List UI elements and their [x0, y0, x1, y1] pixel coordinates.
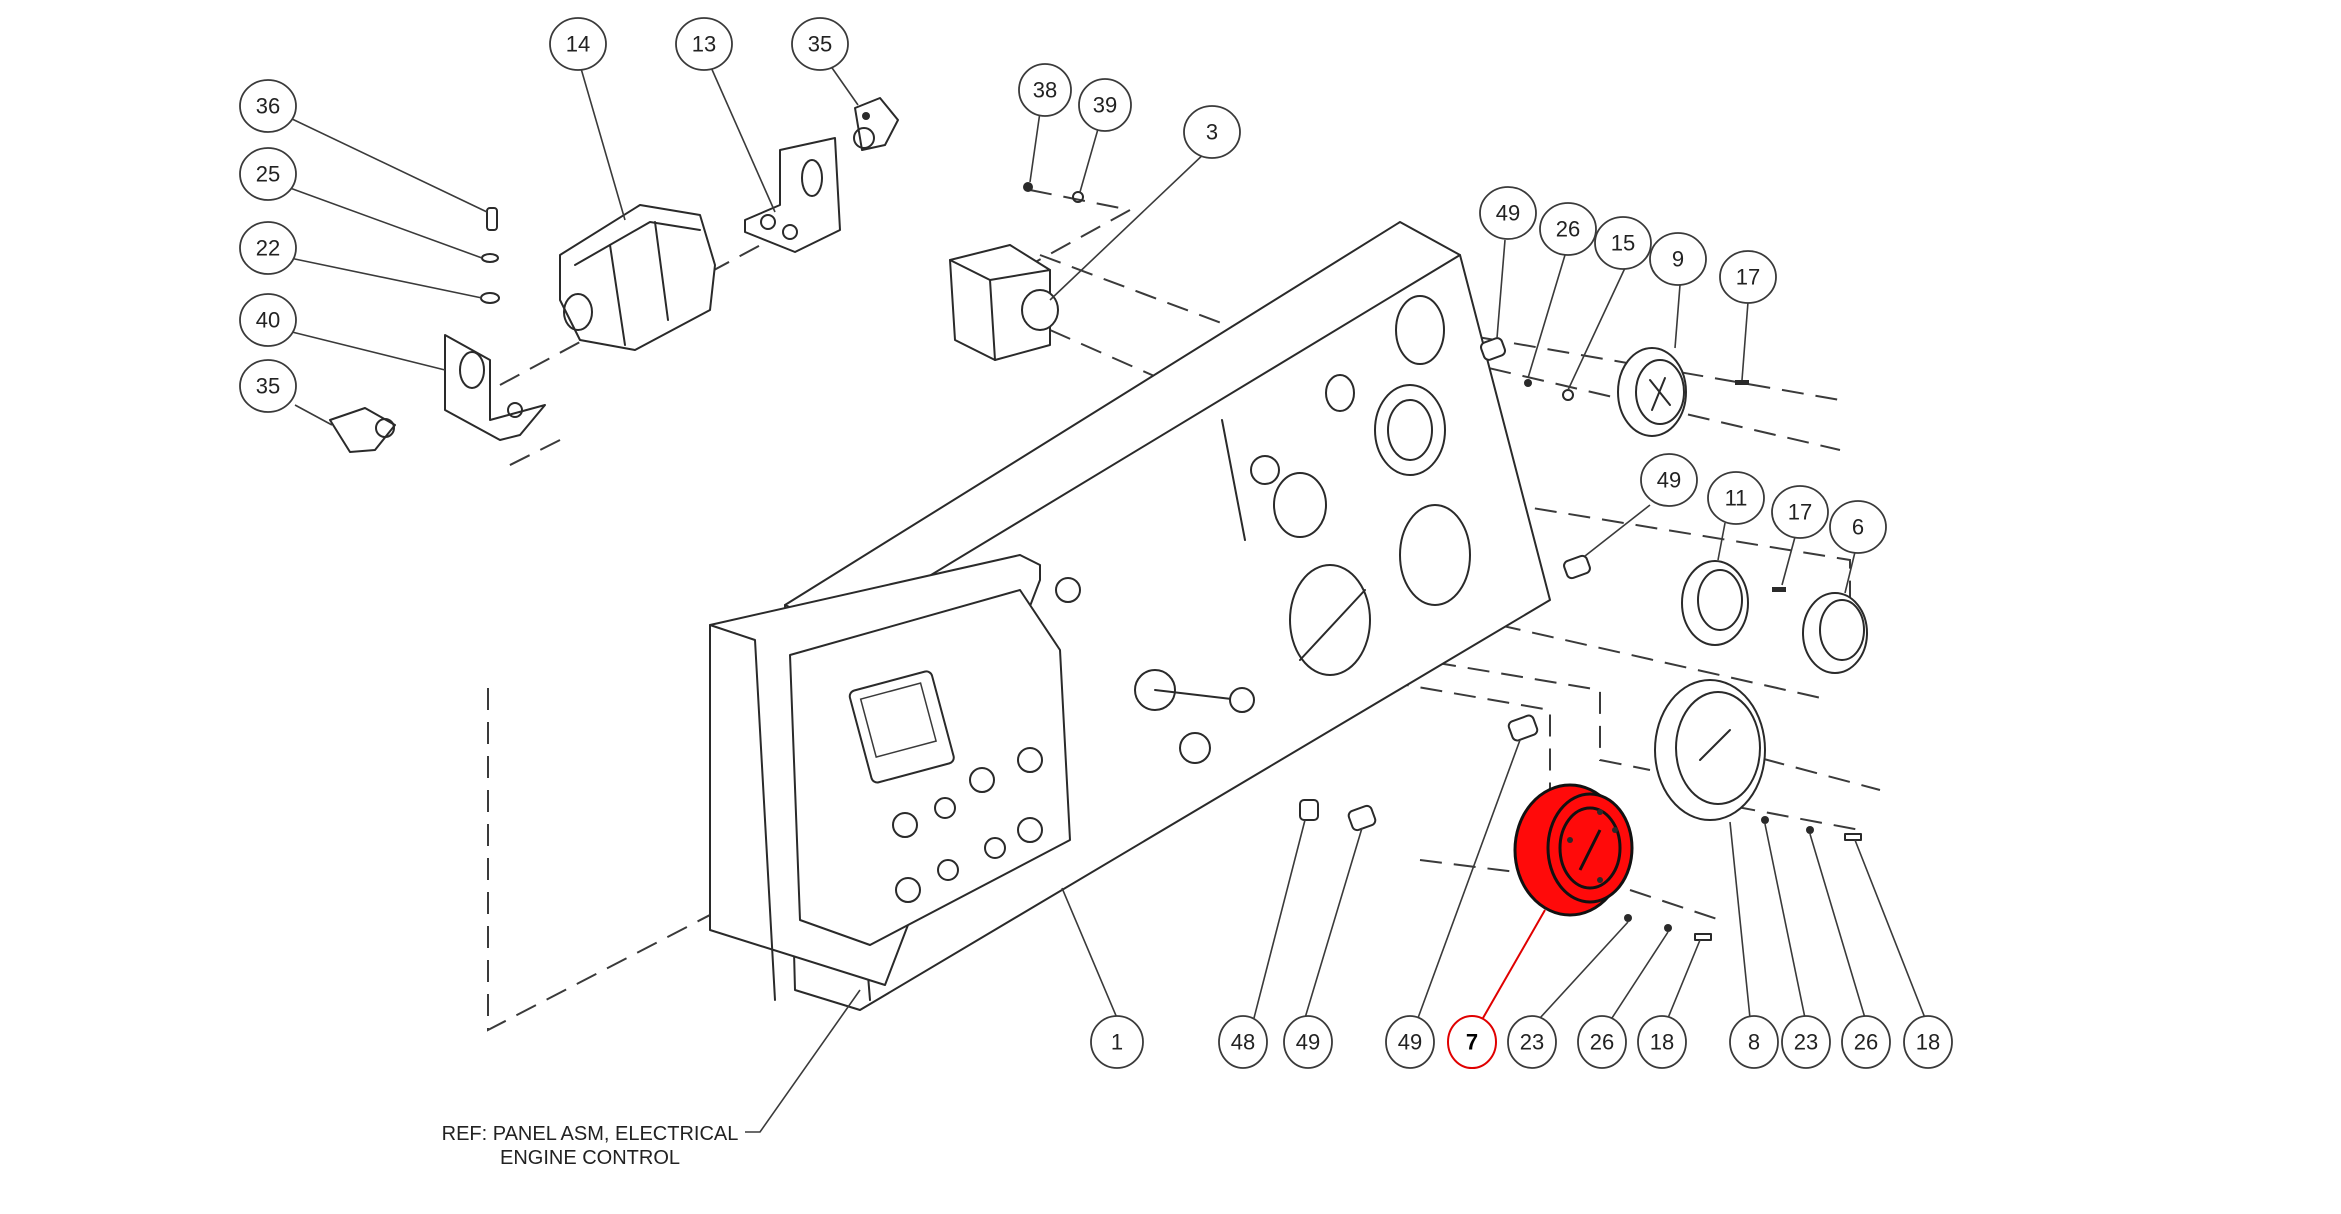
callout-35-top[interactable]: 35: [791, 17, 849, 71]
leader-lines: [289, 64, 1926, 1133]
callout-48[interactable]: 48: [1218, 1015, 1268, 1069]
callout-13[interactable]: 13: [675, 17, 733, 71]
callout-7-highlighted[interactable]: 7: [1447, 1015, 1497, 1069]
part-fitting-49-top: [1479, 337, 1507, 361]
callout-15[interactable]: 15: [1594, 216, 1652, 270]
callout-49-left[interactable]: 49: [1283, 1015, 1333, 1069]
part-fitting-49-left: [1347, 804, 1377, 832]
callout-49-mid[interactable]: 49: [1640, 453, 1698, 507]
reference-note-line-2: ENGINE CONTROL: [499, 1147, 681, 1169]
part-screw-15: [1562, 389, 1574, 401]
part-screw-17-mid: [1772, 587, 1786, 592]
callout-22[interactable]: 22: [239, 221, 297, 275]
callout-14[interactable]: 14: [549, 17, 607, 71]
part-washer-39: [1072, 191, 1084, 203]
reference-note-line-1: REF: PANEL ASM, ELECTRICAL: [441, 1123, 739, 1145]
part-screw-26-right: [1806, 826, 1814, 834]
callout-26-right[interactable]: 26: [1841, 1015, 1891, 1069]
part-washer-22: [480, 292, 500, 304]
callout-49-top[interactable]: 49: [1479, 186, 1537, 240]
part-gauge-9: [1617, 347, 1687, 437]
part-screw-17-top: [1735, 380, 1749, 385]
part-lockwasher-25: [481, 253, 499, 263]
part-switch-unit-3: [949, 244, 1059, 361]
callout-9[interactable]: 9: [1649, 232, 1707, 286]
part-screw-18-low: [1694, 933, 1712, 941]
callout-8[interactable]: 8: [1729, 1015, 1779, 1069]
part-screw-23-low: [1624, 914, 1632, 922]
part-motor-14: [559, 204, 716, 351]
callout-36[interactable]: 36: [239, 79, 297, 133]
callout-23-low[interactable]: 23: [1507, 1015, 1557, 1069]
part-screw-23-right: [1761, 816, 1769, 824]
part-gauge-7-highlighted[interactable]: [1513, 783, 1634, 917]
part-gauge-8: [1654, 679, 1766, 821]
part-gauge-6: [1802, 592, 1868, 674]
part-fitting-48: [1299, 799, 1319, 821]
part-screw-26-top: [1524, 379, 1532, 387]
callout-35-bottom[interactable]: 35: [239, 359, 297, 413]
callout-11[interactable]: 11: [1707, 471, 1765, 525]
part-bolt-36: [486, 207, 498, 231]
callout-6[interactable]: 6: [1829, 500, 1887, 554]
part-elbow-fitting-35-top: [853, 97, 899, 151]
part-screw-18-right: [1844, 833, 1862, 841]
callout-26-low[interactable]: 26: [1577, 1015, 1627, 1069]
part-bracket-40: [444, 334, 546, 441]
part-fitting-49-low: [1507, 714, 1539, 742]
part-throttle-assembly: [1134, 669, 1255, 764]
callout-17-top[interactable]: 17: [1719, 250, 1777, 304]
callout-39[interactable]: 39: [1078, 78, 1132, 132]
part-elbow-fitting-35-bottom: [329, 407, 396, 453]
callout-17-mid[interactable]: 17: [1771, 485, 1829, 539]
part-bezel-11: [1681, 560, 1749, 646]
callout-40[interactable]: 40: [239, 293, 297, 347]
callout-3[interactable]: 3: [1183, 105, 1241, 159]
part-electrical-control-box: [709, 554, 1081, 1001]
callout-26-top[interactable]: 26: [1539, 202, 1597, 256]
part-screw-26-low: [1664, 924, 1672, 932]
callout-1[interactable]: 1: [1090, 1015, 1144, 1069]
callout-18-low[interactable]: 18: [1637, 1015, 1687, 1069]
callout-49-low[interactable]: 49: [1385, 1015, 1435, 1069]
reference-note: REF: PANEL ASM, ELECTRICAL ENGINE CONTRO…: [380, 1122, 800, 1170]
part-fitting-49-mid: [1563, 554, 1591, 580]
callout-23-right[interactable]: 23: [1781, 1015, 1831, 1069]
part-nut-38: [1023, 182, 1033, 192]
callout-25[interactable]: 25: [239, 147, 297, 201]
callout-18-right[interactable]: 18: [1903, 1015, 1953, 1069]
part-bracket-13: [744, 137, 841, 253]
callout-38[interactable]: 38: [1018, 63, 1072, 117]
